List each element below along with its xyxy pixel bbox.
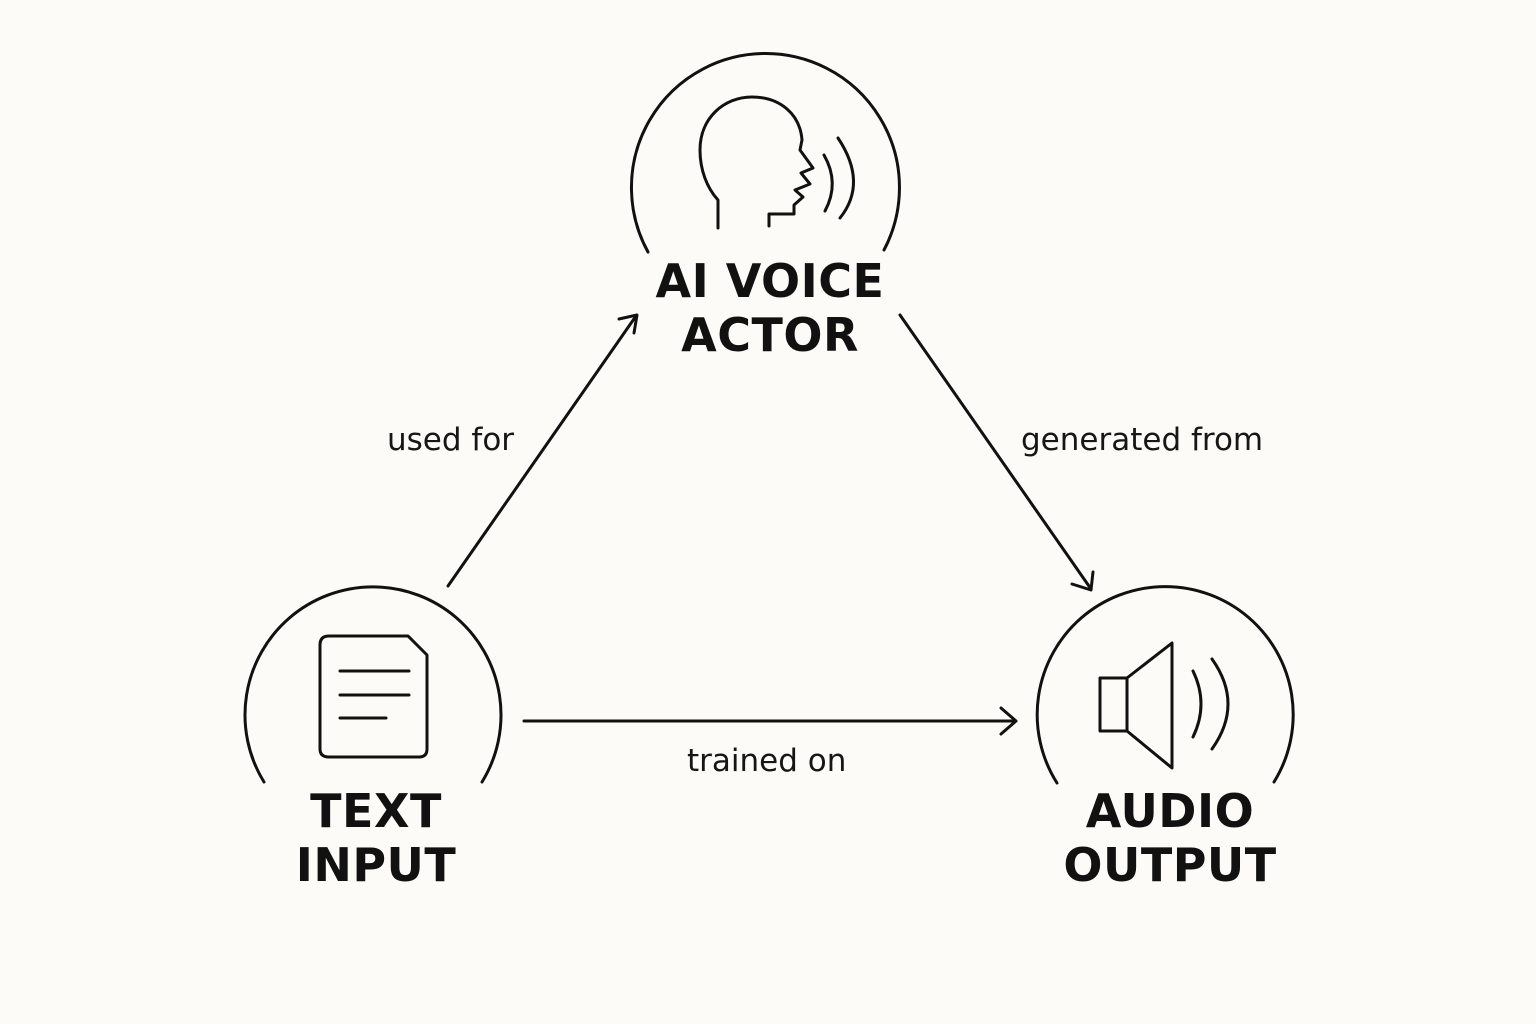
edge-used-for-arrow xyxy=(446,313,639,588)
head-speaking-icon xyxy=(698,95,855,230)
edge-label-generated-from: generated from xyxy=(1021,422,1264,458)
voice-actor-title-line-2: ACTOR xyxy=(681,308,859,362)
text-input-ring xyxy=(243,585,503,784)
speaker-icon xyxy=(1098,641,1230,770)
voice-actor-title-line-1: AI VOICE xyxy=(655,254,885,308)
text-input-title-line-2: INPUT xyxy=(295,838,457,892)
audio-output-title-line-1: AUDIO xyxy=(1085,784,1255,838)
edge-generated-from-arrow xyxy=(898,313,1095,592)
voice-actor-ring xyxy=(629,52,901,254)
edge-trained-on-arrow xyxy=(522,706,1018,736)
audio-output-node xyxy=(1035,585,1295,785)
audio-output-title: AUDIO OUTPUT xyxy=(970,784,1370,892)
document-icon xyxy=(318,634,429,759)
audio-output-title-line-2: OUTPUT xyxy=(1063,838,1277,892)
audio-output-ring xyxy=(1035,585,1295,785)
voice-actor-title: AI VOICE ACTOR xyxy=(570,254,970,362)
edge-label-used-for: used for xyxy=(387,422,515,458)
text-input-title-line-1: TEXT xyxy=(310,784,442,838)
text-input-title: TEXT INPUT xyxy=(176,784,576,892)
voice-actor-node xyxy=(629,52,901,254)
text-input-node xyxy=(243,585,503,784)
edge-label-trained-on: trained on xyxy=(687,743,847,779)
